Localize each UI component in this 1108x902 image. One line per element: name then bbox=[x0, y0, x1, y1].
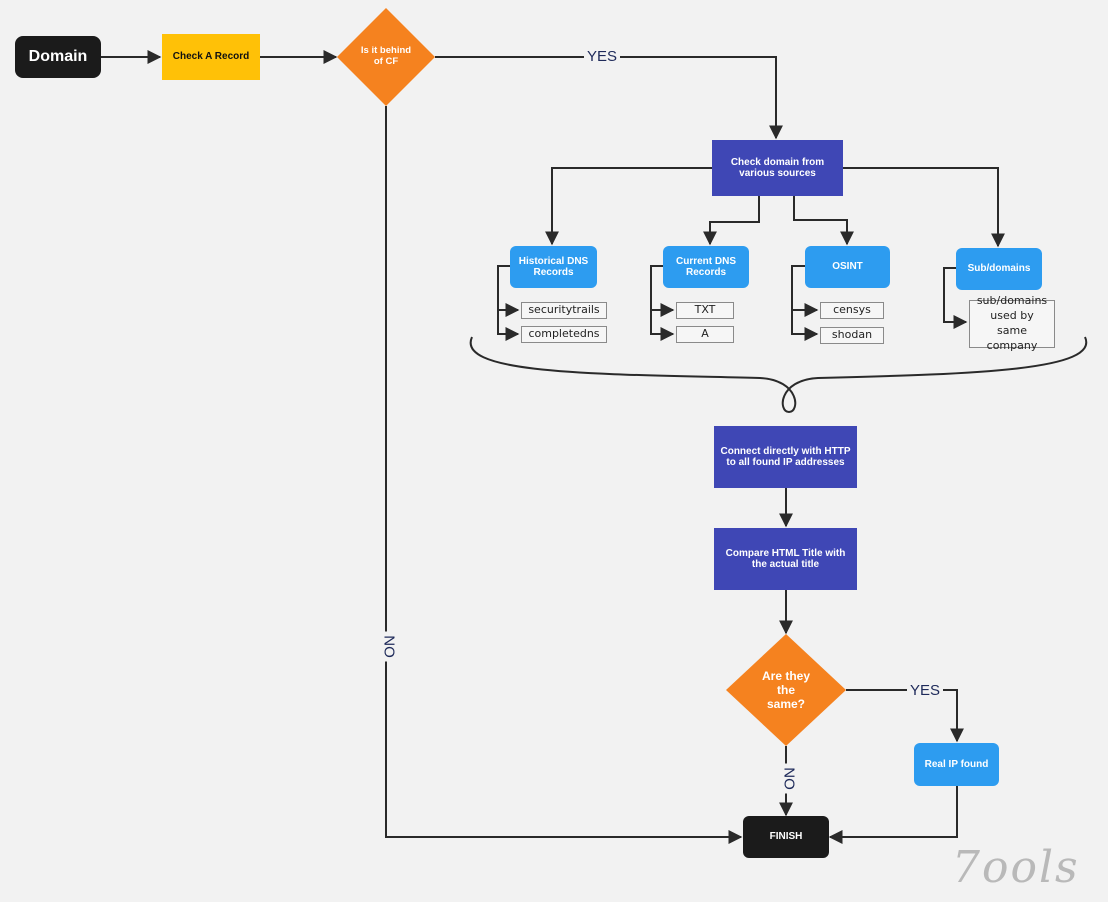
decision-are-same-label: Are they the same? bbox=[761, 669, 811, 711]
leaf-censys: censys bbox=[820, 302, 884, 319]
edge-label-same-yes: YES bbox=[907, 682, 944, 699]
step-connect-http: Connect directly with HTTP to all found … bbox=[714, 426, 857, 488]
edge-sources-subdomains bbox=[843, 167, 1005, 248]
edge-sources-current bbox=[703, 196, 760, 246]
edge-cf-no bbox=[385, 106, 743, 844]
edge-sources-osint bbox=[793, 196, 854, 246]
edge-sources-historical bbox=[545, 167, 712, 246]
edge-label-same-no: NO bbox=[780, 763, 798, 794]
edge-realip-finish bbox=[828, 786, 958, 844]
grouping-brace bbox=[469, 336, 1088, 414]
leaf-a: A bbox=[676, 326, 734, 343]
source-historical-dns: Historical DNS Records bbox=[510, 246, 597, 288]
edge-label-cf-yes: YES bbox=[584, 48, 621, 65]
decision-behind-cf-label: Is it behind of CF bbox=[360, 45, 412, 67]
edge-same-yes bbox=[846, 689, 964, 743]
start-node-domain: Domain bbox=[15, 36, 101, 78]
edge-label-cf-no: NO bbox=[380, 631, 398, 662]
leaf-txt: TXT bbox=[676, 302, 734, 319]
step-check-sources: Check domain from various sources bbox=[712, 140, 843, 196]
end-node-finish: FINISH bbox=[743, 816, 829, 858]
edge-cf-yes bbox=[435, 56, 783, 140]
decision-behind-cf bbox=[337, 8, 435, 106]
source-subdomains: Sub/domains bbox=[956, 248, 1042, 290]
result-real-ip: Real IP found bbox=[914, 743, 999, 786]
source-osint: OSINT bbox=[805, 246, 890, 288]
step-check-a-record: Check A Record bbox=[162, 34, 260, 80]
leaf-subdomains-same-company: sub/domains used by same company bbox=[969, 294, 1055, 352]
watermark-logo: 7ools bbox=[952, 842, 1080, 893]
step-compare-title: Compare HTML Title with the actual title bbox=[714, 528, 857, 590]
decision-are-same bbox=[726, 634, 846, 746]
source-current-dns: Current DNS Records bbox=[663, 246, 749, 288]
leaf-securitytrails: securitytrails bbox=[521, 302, 607, 319]
leaf-shodan: shodan bbox=[820, 327, 884, 344]
leaf-completedns: completedns bbox=[521, 326, 607, 343]
